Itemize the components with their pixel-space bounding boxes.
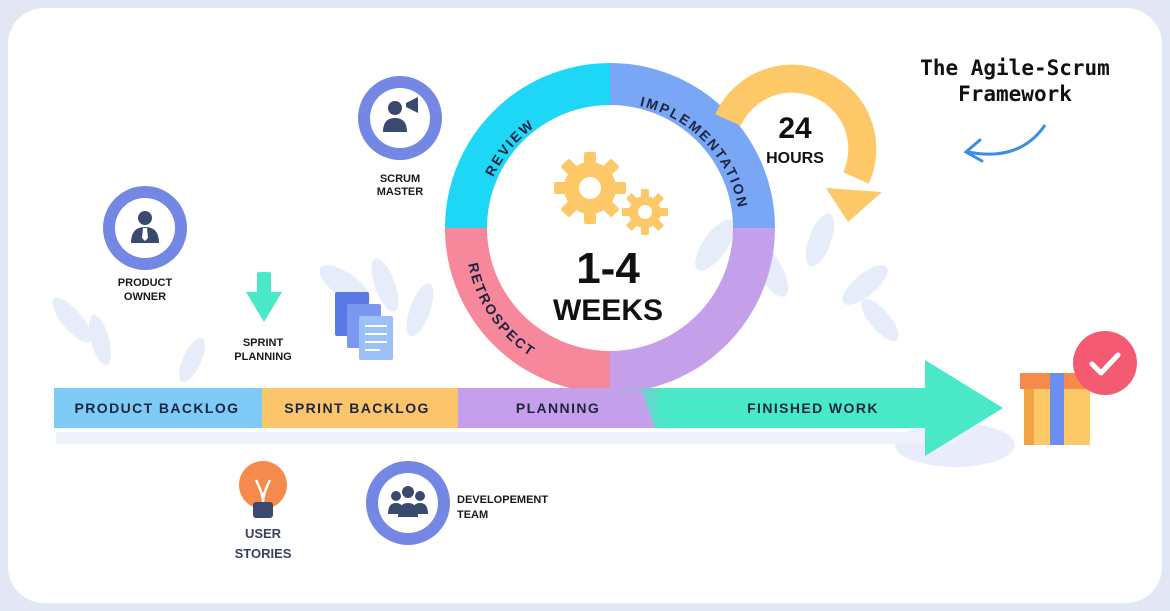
development-team-label-2: TEAM [457, 509, 488, 521]
title-line-1: The Agile-Scrum [920, 56, 1110, 80]
cycle-duration-number: 1-4 [576, 244, 640, 293]
cycle-duration-unit: WEEKS [553, 294, 663, 327]
scrum-master-label-2: MASTER [377, 186, 424, 198]
title-line-2: Framework [958, 82, 1072, 106]
agile-scrum-diagram: SCRUM MASTER PRODUCT OWNER SPRINT PLANNI… [8, 8, 1162, 603]
planning-label: PLANNING [516, 400, 600, 416]
finished-work-label: FINISHED WORK [747, 400, 879, 416]
timeline-bar: PRODUCT BACKLOG SPRINT BACKLOG PLANNING … [54, 360, 1003, 456]
user-stories: USER STORIES [235, 461, 292, 561]
user-stories-label-1: USER [245, 526, 282, 541]
check-badge-icon [1073, 331, 1137, 395]
daily-hours-unit: HOURS [766, 150, 824, 167]
development-team-label-1: DEVELOPEMENT [457, 494, 548, 506]
down-arrow-icon [246, 272, 282, 322]
scrum-master-role: SCRUM MASTER [358, 76, 442, 198]
title-block: The Agile-Scrum Framework [920, 56, 1110, 161]
diagram-frame: SCRUM MASTER PRODUCT OWNER SPRINT PLANNI… [8, 8, 1162, 603]
product-owner-label-1: PRODUCT [118, 277, 173, 289]
lightbulb-icon [239, 461, 287, 518]
daily-hours-number: 24 [778, 112, 812, 145]
product-backlog-label: PRODUCT BACKLOG [75, 400, 240, 416]
scrum-master-label-1: SCRUM [380, 173, 420, 185]
sprint-planning-label-1: SPRINT [243, 337, 284, 349]
gears-icon [554, 152, 668, 235]
sprint-planning: SPRINT PLANNING [234, 272, 291, 363]
user-stories-label-2: STORIES [235, 546, 292, 561]
sprint-backlog-label: SPRINT BACKLOG [284, 400, 430, 416]
product-owner-role: PRODUCT OWNER [103, 186, 187, 303]
product-owner-label-2: OWNER [124, 291, 166, 303]
sprint-planning-label-2: PLANNING [234, 351, 291, 363]
development-team-role: DEVELOPEMENT TEAM [366, 461, 548, 545]
